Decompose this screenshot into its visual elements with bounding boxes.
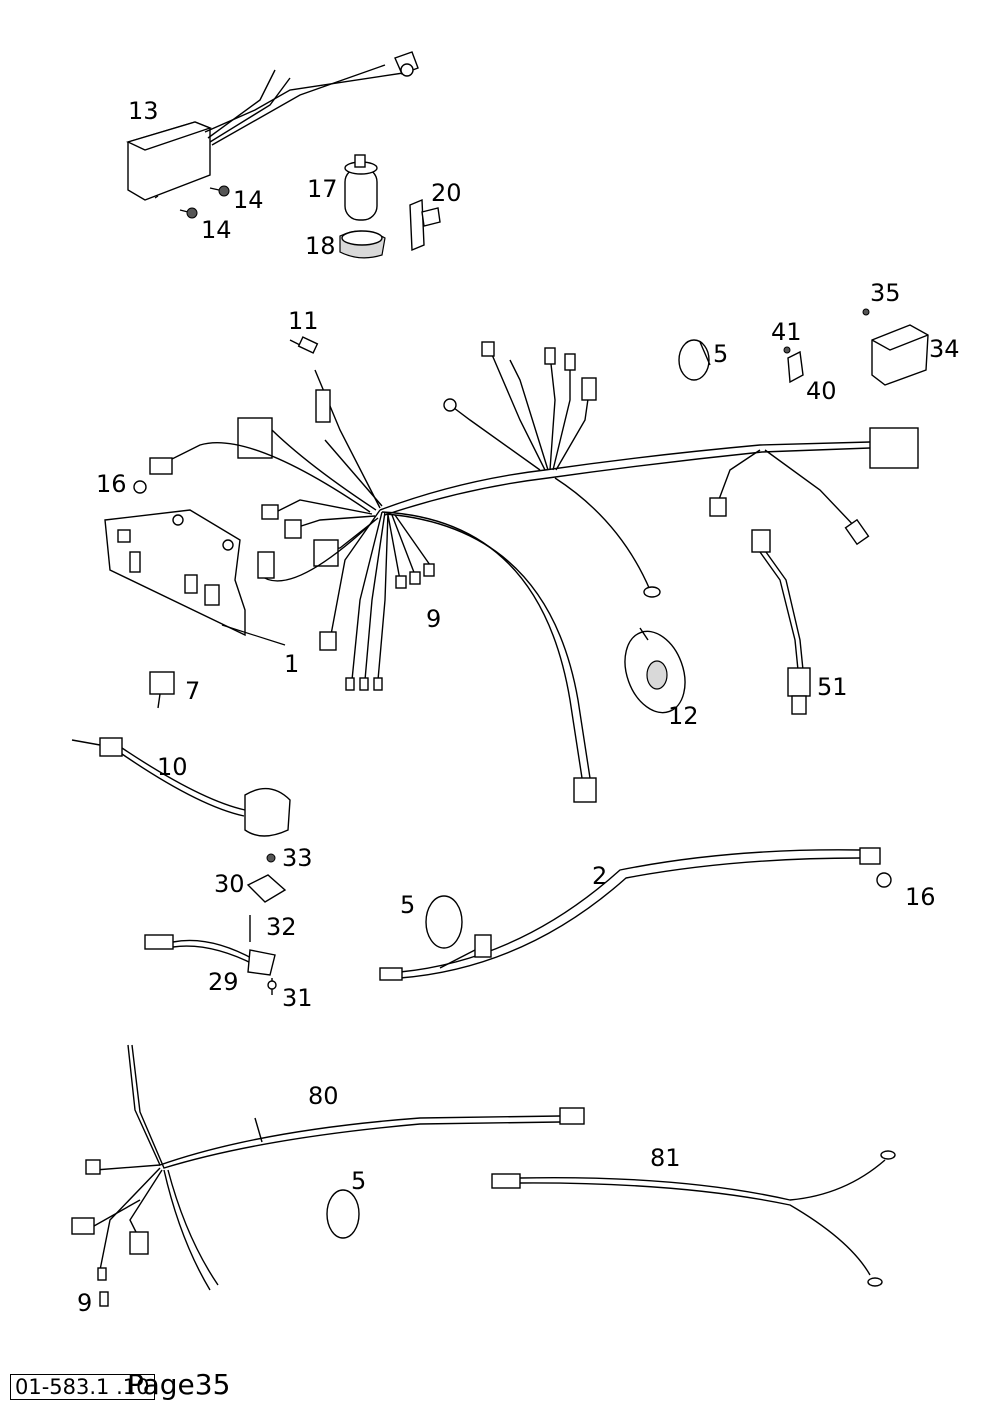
cdi-unit-part-13 (126, 51, 419, 201)
label-part-11: 11 (288, 307, 319, 335)
label-part-17: 17 (307, 175, 338, 203)
label-part-81: 81 (650, 1144, 681, 1172)
switch-part-10 (71, 737, 291, 837)
harness-part-2 (379, 847, 892, 981)
screws-part-14 (179, 185, 230, 219)
label-part-9-bottom: 9 (77, 1289, 92, 1317)
sensor-part-51 (751, 529, 811, 715)
label-part-31: 31 (282, 984, 313, 1012)
leader-lines (154, 195, 286, 646)
drawing-code: 01-583.1 .10 (10, 1374, 155, 1400)
label-part-14-a: 14 (233, 186, 264, 214)
connector-part-7 (149, 671, 175, 709)
label-part-51: 51 (817, 673, 848, 701)
label-part-20: 20 (431, 179, 462, 207)
label-part-16-top: 16 (96, 470, 127, 498)
label-part-30: 30 (214, 870, 245, 898)
label-part-35: 35 (870, 279, 901, 307)
capacitor-part-17 (344, 154, 378, 221)
label-part-12: 12 (668, 702, 699, 730)
cable-tie-part-5-top (678, 339, 711, 381)
bracket-plate (104, 509, 246, 637)
page-footer: 01-583.1 .10 Page35 (0, 1366, 400, 1406)
label-part-13: 13 (128, 97, 159, 125)
horn-part-12 (624, 627, 686, 714)
terminal-part-9-bottom (99, 1291, 109, 1307)
label-part-10: 10 (157, 753, 188, 781)
label-part-33: 33 (282, 844, 313, 872)
cable-tie-part-5-bottom (326, 1189, 360, 1239)
label-part-29: 29 (208, 968, 239, 996)
label-part-1: 1 (284, 650, 299, 678)
cable-tie-part-5-mid (425, 895, 463, 949)
holder-part-18 (339, 230, 386, 259)
main-harness-part-1 (149, 341, 919, 803)
label-part-5-mid: 5 (400, 891, 415, 919)
label-part-34: 34 (929, 335, 960, 363)
screw-part-41 (783, 346, 791, 354)
harness-part-80 (71, 1044, 585, 1291)
label-part-5-bottom: 5 (351, 1167, 366, 1195)
label-part-32: 32 (266, 913, 297, 941)
label-part-7: 7 (185, 677, 200, 705)
label-part-18: 18 (305, 232, 336, 260)
bulb-part-16-top (133, 480, 147, 494)
harness-part-81 (491, 1150, 896, 1287)
label-part-40: 40 (806, 377, 837, 405)
relay-part-34 (871, 324, 929, 386)
label-part-5-top: 5 (713, 340, 728, 368)
page-number: Page35 (127, 1368, 231, 1401)
label-part-80: 80 (308, 1082, 339, 1110)
parts-29-33 (144, 853, 287, 995)
label-part-9-top: 9 (426, 605, 441, 633)
screw-part-35 (862, 308, 870, 316)
label-part-2: 2 (592, 862, 607, 890)
bracket-part-40 (787, 350, 804, 384)
connector-part-11 (289, 336, 319, 354)
label-part-41: 41 (771, 318, 802, 346)
label-part-16-bottom: 16 (905, 883, 936, 911)
bracket-part-20 (409, 198, 441, 252)
label-part-14-b: 14 (201, 216, 232, 244)
